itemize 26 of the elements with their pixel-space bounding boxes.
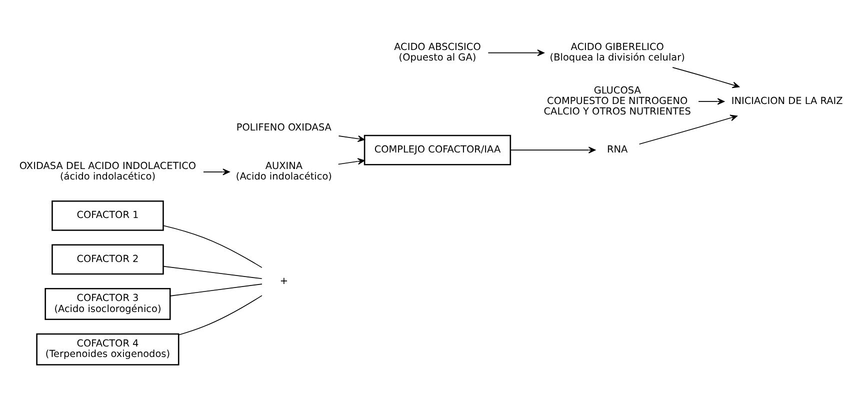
node-box: COMPLEJO COFACTOR/IAA <box>364 134 512 166</box>
arrow <box>698 98 725 105</box>
connector <box>170 284 262 296</box>
arrow <box>510 146 596 154</box>
arrow <box>488 50 544 56</box>
connector <box>163 225 262 268</box>
connector <box>162 266 262 280</box>
arrow <box>338 158 365 165</box>
node-text: + <box>280 276 288 287</box>
node-text: INICIACION DE LA RAIZ <box>731 96 843 107</box>
node-box: COFACTOR 3 (Acido isoclorogénico) <box>44 288 171 320</box>
node-box: COFACTOR 1 <box>52 200 164 231</box>
node-text: POLIFENO OXIDASA <box>236 122 332 134</box>
node-text: ACIDO ABSCISICO (Opuesto al GA) <box>394 42 481 64</box>
connector <box>178 295 262 336</box>
node-text: GLUCOSA COMPUESTO DE NITROGENO CALCIO Y OTROS NUTRIENTES <box>544 85 691 118</box>
node-text: RNA <box>607 144 628 156</box>
node-text: ACIDO GIBERELICO (Bloquea la división celular) <box>550 42 685 64</box>
arrow <box>203 168 230 176</box>
arrow <box>338 135 365 142</box>
node-text: OXIDASA DEL ACIDO INDOLACETICO (ácido indolacético) <box>19 161 196 183</box>
node-text: AUXINA (Acido indolacético) <box>236 161 332 183</box>
arrow <box>638 114 738 145</box>
node-box: COFACTOR 2 <box>52 244 164 275</box>
node-box: COFACTOR 4 (Terpenoides oxigenodos) <box>36 333 180 366</box>
arrow <box>672 67 740 88</box>
